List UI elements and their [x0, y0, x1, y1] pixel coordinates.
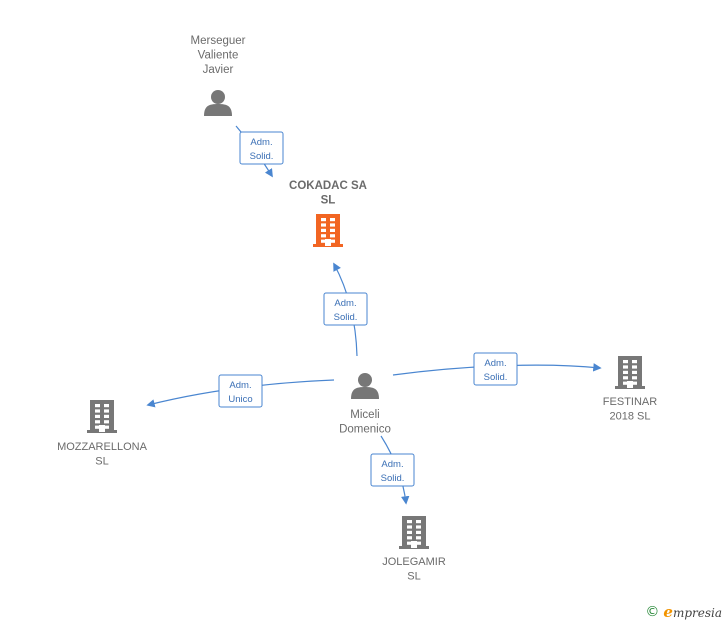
edge-miceli-to-cokadac: Adm. Solid.	[323, 262, 368, 357]
node-label-line: JOLEGAMIR	[382, 556, 446, 568]
edge-label-box	[218, 374, 263, 408]
edge-label-line: Adm.	[484, 358, 506, 369]
node-label-line: Merseguer	[191, 35, 246, 47]
node-label-line: COKADAC SA	[289, 180, 367, 192]
edge-label-line: Solid.	[484, 372, 508, 383]
edge-label-box	[323, 292, 368, 326]
edge-miceli-to-mozzarellona: Adm. Unico	[146, 374, 335, 408]
node-jolegamir[interactable]: JOLEGAMIR SL	[382, 516, 446, 583]
brand-logo-initial: e	[663, 603, 673, 621]
node-festinar[interactable]: FESTINAR 2018 SL	[603, 356, 657, 423]
building-icon	[313, 214, 343, 247]
node-label-line: Domenico	[339, 424, 391, 436]
node-label-line: SL	[95, 456, 108, 468]
building-icon	[87, 400, 117, 433]
edges-layer: Adm.Solid.Adm.Solid.Adm.UnicoAdm.Solid.A…	[146, 125, 602, 505]
edge-label-line: Solid.	[381, 473, 405, 484]
brand-logo-text: mpresia	[672, 606, 722, 620]
node-label-line: MOZZARELLONA	[57, 441, 148, 453]
edge-label-line: Unico	[228, 394, 252, 405]
edge-label-box	[239, 131, 284, 165]
edge-label-line: Adm.	[334, 298, 356, 309]
node-label-line: FESTINAR	[603, 396, 657, 408]
edge-label-line: Solid.	[250, 151, 274, 162]
node-mozzarellona[interactable]: MOZZARELLONA SL	[57, 400, 148, 468]
node-label-line: Valiente	[198, 50, 239, 62]
person-icon	[204, 90, 232, 116]
node-label-line: SL	[321, 195, 336, 207]
edge-label-line: Adm.	[250, 137, 272, 148]
node-cokadac[interactable]: COKADAC SA SL	[289, 180, 367, 247]
edge-label-box	[473, 352, 518, 386]
copyright-icon: ©	[645, 604, 660, 620]
edge-label-line: Adm.	[381, 459, 403, 470]
edge-miceli-to-festinar: Adm. Solid.	[392, 352, 602, 386]
building-icon	[615, 356, 645, 389]
brand-logo: empresia	[663, 603, 722, 621]
edge-miceli-to-jolegamir: Adm. Solid.	[370, 435, 415, 505]
copyright: © empresia	[645, 603, 722, 621]
node-label-line: SL	[407, 571, 420, 583]
edge-merseguer-to-cokadac: Adm. Solid.	[235, 125, 284, 178]
person-icon	[351, 373, 379, 399]
node-label-line: Javier	[203, 64, 234, 76]
node-label-line: 2018 SL	[610, 411, 651, 423]
building-icon	[399, 516, 429, 549]
edge-label-box	[370, 453, 415, 487]
edge-label-line: Adm.	[229, 380, 251, 391]
node-label-line: Miceli	[350, 409, 379, 421]
edge-label-line: Solid.	[334, 312, 358, 323]
